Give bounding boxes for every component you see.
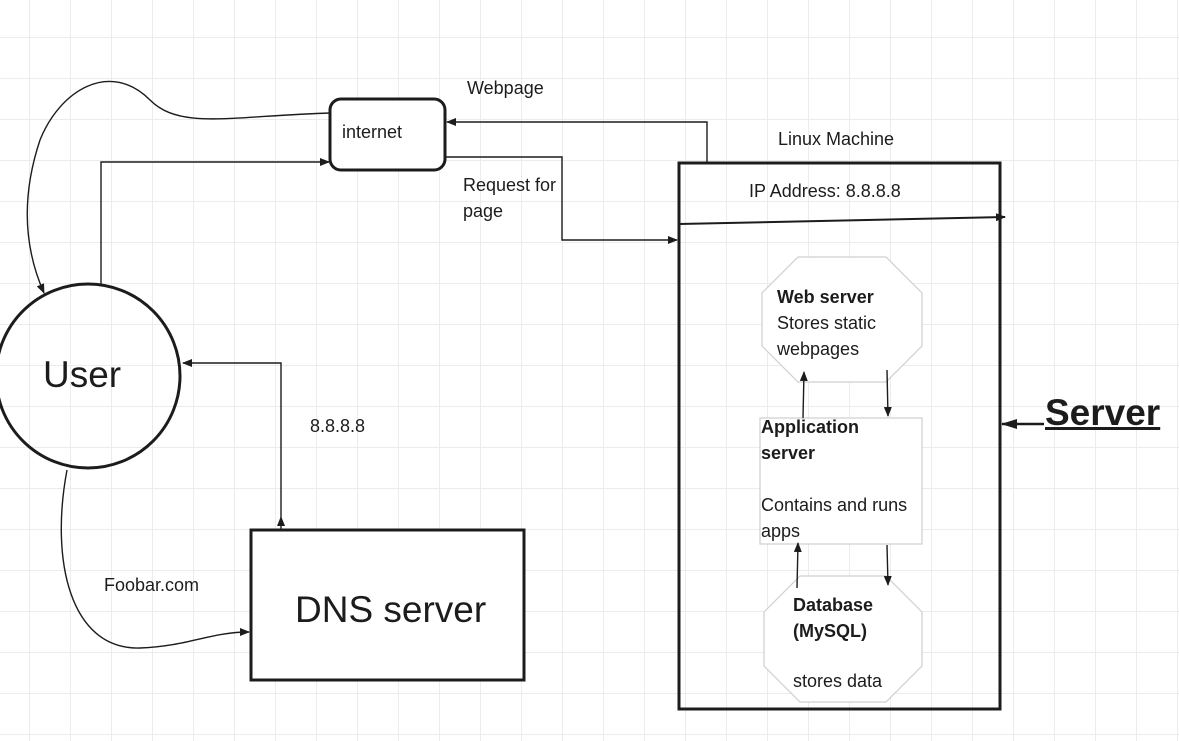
web-server-text: Web server Stores static webpages bbox=[777, 284, 876, 362]
database-text: Database (MySQL) stores data bbox=[793, 592, 882, 694]
linux-machine-label: Linux Machine bbox=[778, 129, 895, 149]
edge-db-to-app[interactable] bbox=[793, 542, 802, 589]
linux-machine-node[interactable] bbox=[677, 161, 1002, 711]
server-label: Server bbox=[1045, 392, 1161, 433]
edge-request-for-page[interactable] bbox=[446, 156, 678, 244]
internet-label: internet bbox=[342, 122, 403, 142]
database-title-line1: Database bbox=[793, 595, 874, 615]
user-label: User bbox=[43, 354, 122, 395]
application-server-desc-line1: Contains and runs bbox=[761, 495, 908, 515]
edge-webpage-response[interactable] bbox=[446, 118, 708, 162]
edge-internet-to-user[interactable] bbox=[26, 80, 331, 294]
internet-node[interactable] bbox=[328, 97, 447, 172]
edge-user-to-dns[interactable] bbox=[60, 469, 250, 649]
database-title-line2: (MySQL) bbox=[793, 621, 867, 641]
application-server-text: Application server Contains and runs app… bbox=[761, 414, 907, 544]
ip-address-label: IP Address: 8.8.8.8 bbox=[749, 181, 901, 201]
application-server-node[interactable] bbox=[759, 417, 923, 545]
edge-web-to-app[interactable] bbox=[883, 369, 892, 417]
web-server-desc-line2: webpages bbox=[777, 339, 860, 359]
dns-server-node[interactable] bbox=[249, 528, 526, 682]
edge-label-query: Foobar.com bbox=[104, 575, 200, 595]
dns-server-label: DNS server bbox=[295, 589, 487, 630]
edge-app-to-web[interactable] bbox=[799, 371, 808, 419]
edge-dns-to-user[interactable] bbox=[182, 359, 282, 517]
application-server-title-line1: Application bbox=[761, 417, 859, 437]
edge-label-request-line2: page bbox=[463, 201, 504, 221]
edge-user-to-internet[interactable] bbox=[100, 158, 330, 284]
ip-address-divider bbox=[678, 213, 1006, 225]
edge-label-webpage: Webpage bbox=[467, 78, 544, 98]
edge-label-request: Request for page bbox=[463, 172, 556, 224]
web-server-node[interactable] bbox=[761, 256, 923, 383]
application-server-title-line2: server bbox=[761, 443, 816, 463]
database-desc: stores data bbox=[793, 671, 883, 691]
application-server-desc-line2: apps bbox=[761, 521, 801, 541]
user-node[interactable] bbox=[0, 282, 182, 470]
web-server-desc-line1: Stores static bbox=[777, 313, 877, 333]
edge-app-to-db[interactable] bbox=[883, 544, 892, 586]
web-server-title: Web server bbox=[777, 287, 874, 307]
edge-label-request-line1: Request for bbox=[463, 175, 557, 195]
database-node[interactable] bbox=[763, 575, 923, 703]
edge-label-dns-reply: 8.8.8.8 bbox=[310, 416, 366, 436]
